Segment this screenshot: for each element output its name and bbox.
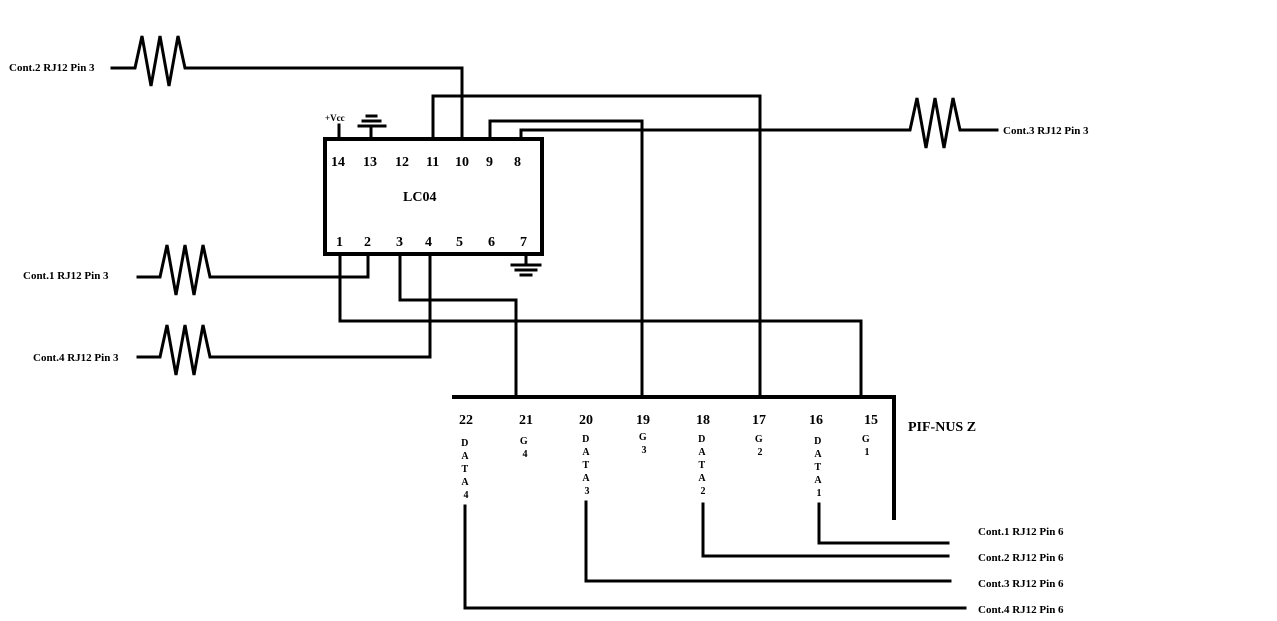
label-cont4-pin3: Cont.4 RJ12 Pin 3: [33, 352, 119, 364]
signal-data4: D A T A 4: [461, 438, 471, 501]
pin7-ground-symbol: [510, 253, 542, 277]
ic-pin-label: 9: [486, 155, 493, 170]
signal-data1: D A T A 1: [814, 436, 824, 499]
signal-g3: G 3: [639, 432, 649, 456]
label-cont1-pin3: Cont.1 RJ12 Pin 3: [23, 270, 109, 282]
connector-bus: [452, 395, 896, 520]
wire-pin1-to-g1: [338, 253, 863, 399]
ic-pin-label: 1: [336, 235, 343, 250]
connector-name: PIF-NUS Z: [908, 420, 976, 435]
ic-pin-label: 14: [331, 155, 345, 170]
wire-data1-to-cont1: [817, 502, 950, 545]
wire-data4-to-cont4: [463, 504, 967, 610]
connector-pin-number: 21: [519, 413, 533, 428]
connector-pin-number: 19: [636, 413, 650, 428]
label-cont4-pin6: Cont.4 RJ12 Pin 6: [978, 604, 1064, 616]
connector-pin-number: 22: [459, 413, 473, 428]
pin13-ground-symbol: [357, 114, 387, 142]
ic-pin-label: 8: [514, 155, 521, 170]
resistor-cont4: [136, 253, 432, 376]
ic-pin-label: 4: [425, 235, 432, 250]
connector-pin-number: 15: [864, 413, 878, 428]
signal-g2: G 2: [755, 434, 765, 458]
wire-pin9-to-g3: [488, 119, 644, 399]
label-cont2-pin3: Cont.2 RJ12 Pin 3: [9, 62, 95, 74]
wire-pin3-to-g4: [398, 253, 518, 399]
resistor-cont3: [519, 97, 999, 149]
ic-pin-label: 10: [455, 155, 469, 170]
vcc-label: +Vcc: [325, 113, 345, 123]
signal-data2: D A T A 2: [698, 434, 708, 497]
ic-pin-label: 7: [520, 235, 527, 250]
ic-body: [323, 137, 544, 256]
ic-name: LC04: [403, 190, 436, 205]
label-cont1-pin6: Cont.1 RJ12 Pin 6: [978, 526, 1064, 538]
resistor-cont2: [110, 35, 464, 142]
ic-pin-label: 11: [426, 155, 439, 170]
signal-data3: D A T A 3: [582, 434, 592, 497]
wire-data3-to-cont3: [584, 500, 952, 583]
ic-pin-label: 13: [363, 155, 377, 170]
connector-pin-number: 17: [752, 413, 766, 428]
label-cont3-pin3: Cont.3 RJ12 Pin 3: [1003, 125, 1089, 137]
resistor-cont1: [136, 244, 370, 296]
label-cont3-pin6: Cont.3 RJ12 Pin 6: [978, 578, 1064, 590]
connector-pin-number: 16: [809, 413, 823, 428]
ic-pin-label: 6: [488, 235, 495, 250]
wire-pin11-to-g2: [431, 94, 762, 399]
ic-pin-label: 5: [456, 235, 463, 250]
signal-g1: G 1: [862, 434, 872, 458]
signal-g4: G 4: [520, 436, 530, 460]
ic-pin-label: 2: [364, 235, 371, 250]
ic-pin-label: 3: [396, 235, 403, 250]
ic-pin-label: 12: [395, 155, 409, 170]
connector-pin-number: 18: [696, 413, 710, 428]
label-cont2-pin6: Cont.2 RJ12 Pin 6: [978, 552, 1064, 564]
connector-pin-number: 20: [579, 413, 593, 428]
wire-data2-to-cont2: [701, 502, 950, 558]
